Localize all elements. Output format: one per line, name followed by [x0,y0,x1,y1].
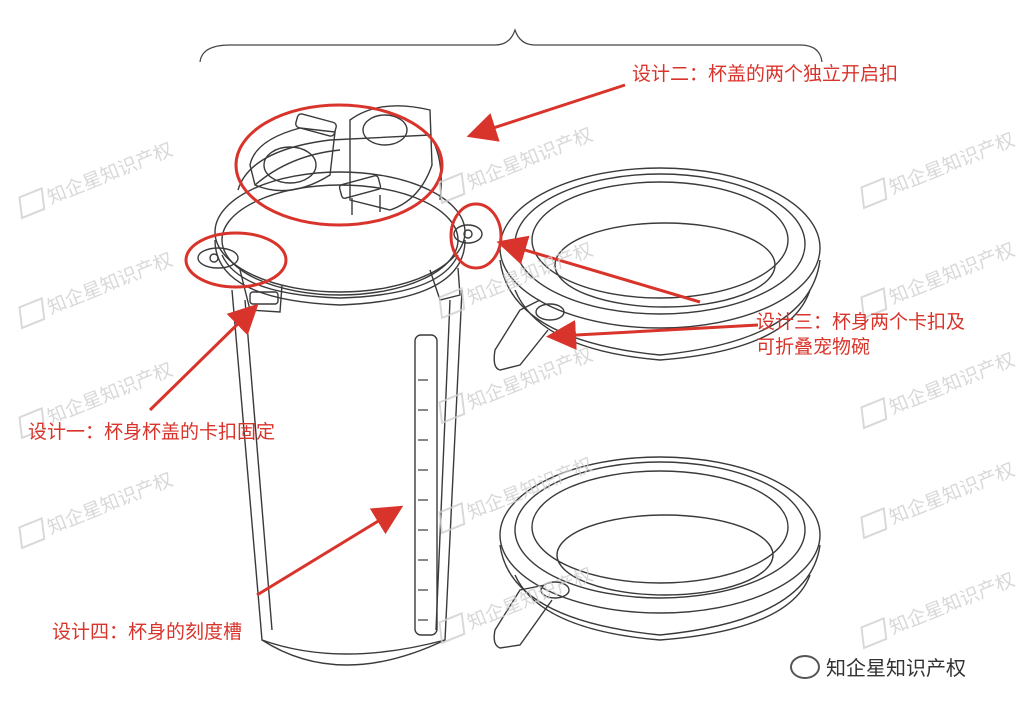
arrow-design-one [148,303,259,412]
top-brace [199,28,823,63]
highlight-circles [184,103,503,289]
annotation-design-three: 设计三：杯身两个卡扣及 可折叠宠物碗 [756,310,965,360]
arrow-design-three-b [546,320,759,350]
annotation-design-four: 设计四：杯身的刻度槽 [52,621,243,643]
arrow-design-four [256,505,404,597]
bottle [197,105,483,666]
arrows [148,83,759,597]
wechat-icon [790,655,820,679]
annotation-design-three-line1: 设计三：杯身两个卡扣及 [756,311,966,333]
circle-lid-buttons [234,103,444,227]
bowl-lower [493,456,821,649]
arrow-design-three-a [496,235,701,304]
annotation-design-three-line2: 可折叠宠物碗 [756,336,871,358]
annotation-design-two: 设计二：杯盖的两个独立开启扣 [632,63,899,85]
footer-text: 知企星知识产权 [826,656,966,680]
annotation-design-one: 设计一：杯身杯盖的卡扣固定 [28,421,276,443]
footer-watermark: 知企星知识产权 [790,652,966,681]
arrow-design-two [466,83,626,142]
circle-left-clip [184,231,288,289]
circle-right-clip [449,202,503,270]
